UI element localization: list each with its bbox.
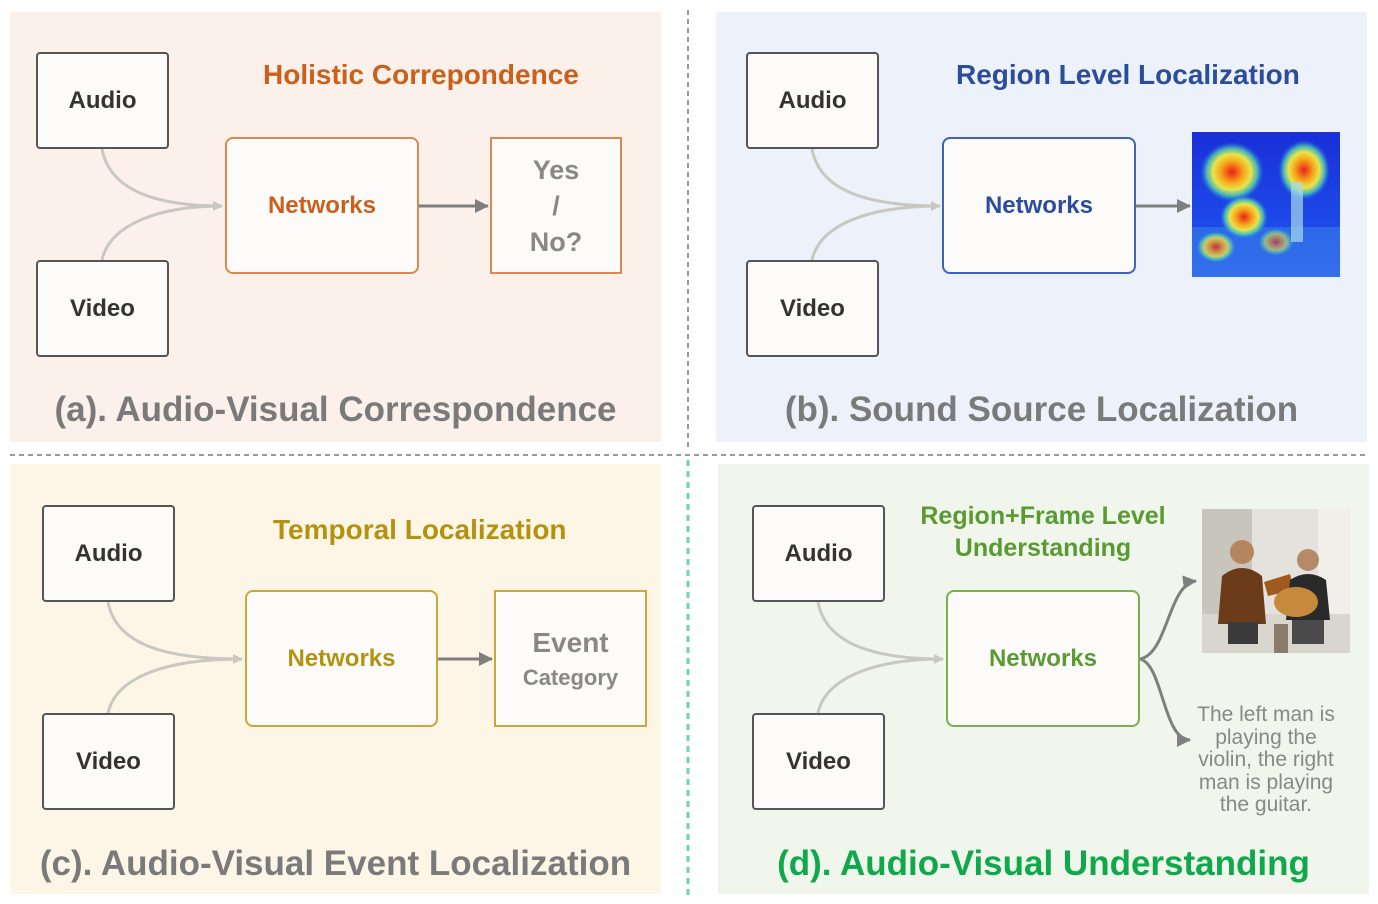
output-text-line2: playing the xyxy=(1215,725,1317,749)
panel-audio-visual-correspondence: Holistic Correpondence Audio Video Netwo… xyxy=(10,12,661,442)
panel-d-title-line2: Understanding xyxy=(954,534,1132,562)
network-to-text-arrow xyxy=(1139,657,1191,747)
audio-box: Audio xyxy=(36,52,169,149)
understanding-text-output: The left man is playing the violin, the … xyxy=(1176,703,1356,817)
video-to-network-arrow xyxy=(106,657,243,714)
network-box: Networks xyxy=(946,590,1140,727)
network-box: Networks xyxy=(225,137,419,274)
audio-box: Audio xyxy=(42,505,175,602)
output-slash: / xyxy=(552,190,560,221)
audio-to-network-arrow xyxy=(106,601,243,664)
panel-d-title-line1: Region+Frame Level xyxy=(920,502,1166,530)
heatmap-image xyxy=(1192,132,1340,277)
network-box: Networks xyxy=(245,590,438,727)
network-box: Networks xyxy=(942,137,1136,274)
video-box: Video xyxy=(36,260,169,357)
panel-a-arrows xyxy=(100,148,489,261)
musicians-photo xyxy=(1202,509,1350,653)
panel-c-title: Temporal Localization xyxy=(273,514,567,545)
audio-to-network-arrow xyxy=(100,148,223,211)
panel-b-arrows xyxy=(810,132,1340,277)
panel-sound-source-localization: Region Level Localization Audio Video Ne… xyxy=(716,12,1367,442)
audio-to-network-arrow xyxy=(816,601,944,664)
video-to-network-arrow xyxy=(810,204,941,261)
panel-audio-visual-understanding: Region+Frame Level Understanding Audio V… xyxy=(718,464,1369,894)
audio-box: Audio xyxy=(752,505,885,602)
output-category: Category xyxy=(522,664,619,690)
panel-b-title: Region Level Localization xyxy=(956,59,1300,90)
audio-to-network-arrow xyxy=(810,148,941,211)
network-to-image-arrow xyxy=(1139,575,1197,661)
output-text-line1: The left man is xyxy=(1197,703,1335,726)
video-to-network-arrow xyxy=(100,204,223,261)
video-box: Video xyxy=(42,713,175,810)
output-no: No? xyxy=(529,226,583,257)
video-box: Video xyxy=(752,713,885,810)
panel-b-caption: (b). Sound Source Localization xyxy=(784,390,1299,429)
panel-a-caption: (a). Audio-Visual Correspondence xyxy=(54,390,617,429)
panel-audio-visual-event-localization: Temporal Localization Audio Video Networ… xyxy=(10,464,661,894)
panel-d-title: Region+Frame Level Understanding xyxy=(903,500,1183,564)
panel-c-caption: (c). Audio-Visual Event Localization xyxy=(39,844,632,883)
output-text-line4: man is playing xyxy=(1198,770,1334,794)
event-category-output-box: Event Category xyxy=(494,590,647,727)
output-text-line5: the guitar. xyxy=(1219,793,1313,816)
audio-box: Audio xyxy=(746,52,879,149)
panel-d-arrows xyxy=(816,509,1350,747)
video-box: Video xyxy=(746,260,879,357)
video-to-network-arrow xyxy=(816,657,944,714)
panel-a-title: Holistic Correpondence xyxy=(263,59,579,90)
output-event: Event xyxy=(532,626,609,658)
output-text-line3: violin, the right xyxy=(1198,748,1334,771)
output-yes: Yes xyxy=(532,154,580,185)
panel-d-caption: (d). Audio-Visual Understanding xyxy=(777,844,1310,883)
panel-c-arrows xyxy=(106,601,493,714)
yes-no-output-box: Yes / No? xyxy=(490,137,622,274)
